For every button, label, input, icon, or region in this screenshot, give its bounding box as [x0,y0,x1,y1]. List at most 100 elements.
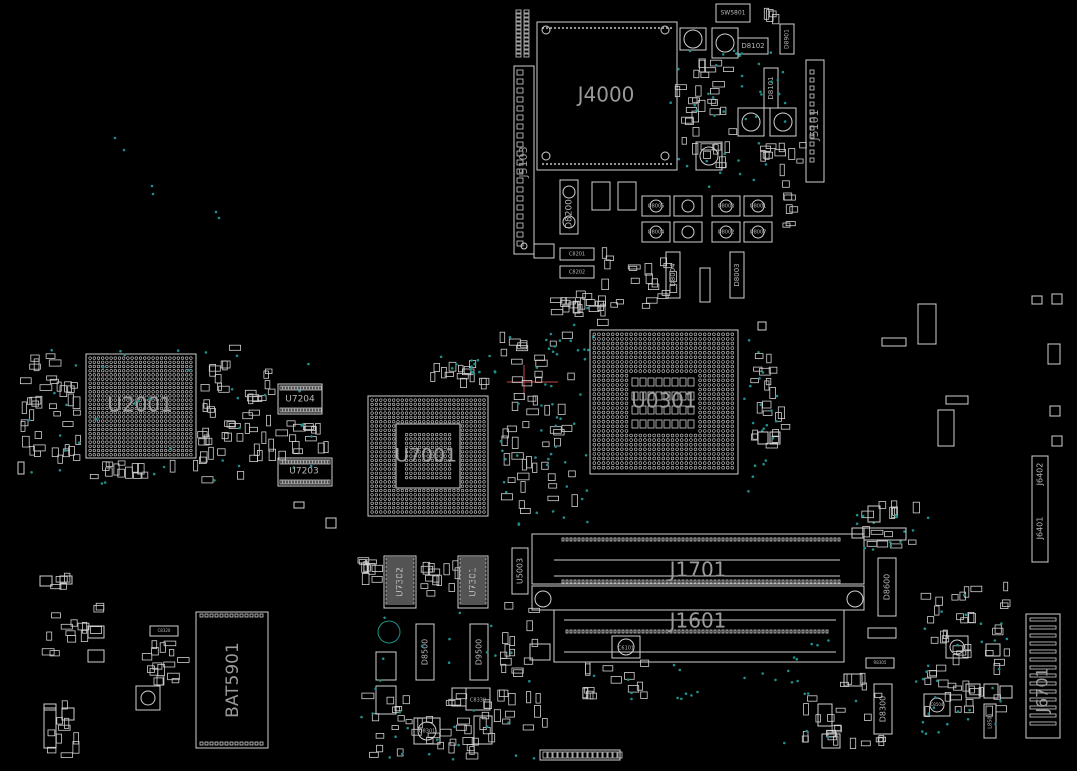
j4000-mount-hole [660,151,670,161]
d8200-body [562,185,576,199]
smd-part [433,363,440,373]
bottom-connector-pads [542,751,623,759]
u7301-label: U7301 [469,567,479,597]
via [795,657,799,661]
via [572,323,576,327]
mosfet-body [681,199,695,213]
u0301-label: U0301 [631,389,697,413]
smd-part [200,383,210,392]
smd-part [782,180,790,188]
smd-part [448,583,455,592]
smd-part [499,651,508,659]
smd-part [908,539,917,545]
mount-hole [534,590,552,608]
smd-part [783,194,796,201]
via [796,679,799,683]
q-part-body [715,33,735,53]
smd-part [236,471,245,480]
smd-part [807,695,818,702]
via [221,459,224,462]
smd-part [707,98,717,104]
smd-part [752,429,758,440]
smd-part [249,454,259,463]
smd-part [56,381,62,392]
smd-part [57,454,64,464]
smd-part [464,725,472,735]
u7301-outline [457,555,489,609]
smd-part [520,507,531,514]
smd-part [765,442,778,449]
part [1049,405,1061,417]
smd-part [627,264,641,270]
smd-part [534,705,541,718]
via [696,690,699,694]
smd-part [535,693,541,704]
via [771,437,775,440]
smd-part [105,467,113,477]
smd-part [699,59,706,73]
via [547,347,551,351]
smd-part [511,376,523,383]
smd-part [709,108,721,116]
u7001-balls [370,398,486,514]
via [677,157,681,161]
via [911,529,915,532]
via [810,642,813,646]
smd-part [719,156,726,169]
smd-part [440,366,447,379]
smd-part [199,451,208,463]
smd-part [386,696,395,705]
j5103-left-strip-2 [523,9,530,58]
smd-part [669,270,677,283]
via [540,404,543,407]
mosfet-body [751,225,765,239]
smd-part [481,711,490,720]
via [469,368,472,372]
via [774,420,778,423]
smd-part [572,300,580,314]
via [450,367,454,370]
via [406,726,410,730]
j4000-label: J4000 [576,83,635,107]
j5103-outline [513,65,535,255]
mosfet-body [681,225,695,239]
via [470,359,473,362]
via [762,462,765,466]
part-tag: Q8007 [750,230,767,236]
smd-part [641,303,651,309]
smd-part [426,716,434,723]
smd-part [762,400,772,409]
smd-part [799,141,807,149]
smd-part [460,377,467,388]
part [999,685,1013,699]
via [451,758,455,761]
smd-part [827,714,835,722]
smd-part [411,728,422,736]
via [217,216,221,220]
smd-part [444,371,455,377]
via [455,363,458,366]
via [993,639,997,642]
smd-part [498,689,509,697]
via [204,351,208,354]
smd-part [785,204,793,214]
smd-part [500,493,513,501]
smd-part [466,744,475,752]
smd-part [778,142,785,153]
via [555,352,559,356]
smd-part [862,526,871,538]
smd-part [105,461,114,467]
smd-part [610,302,618,308]
via [473,362,476,366]
via [514,754,518,757]
part-body [140,690,156,706]
smd-part [962,680,970,692]
smd-part [201,476,214,484]
smd-part [528,607,540,613]
q-part [679,27,707,51]
smd-part [526,408,539,416]
smd-part [548,483,558,489]
u0301-center-pads-row1 [631,377,695,387]
